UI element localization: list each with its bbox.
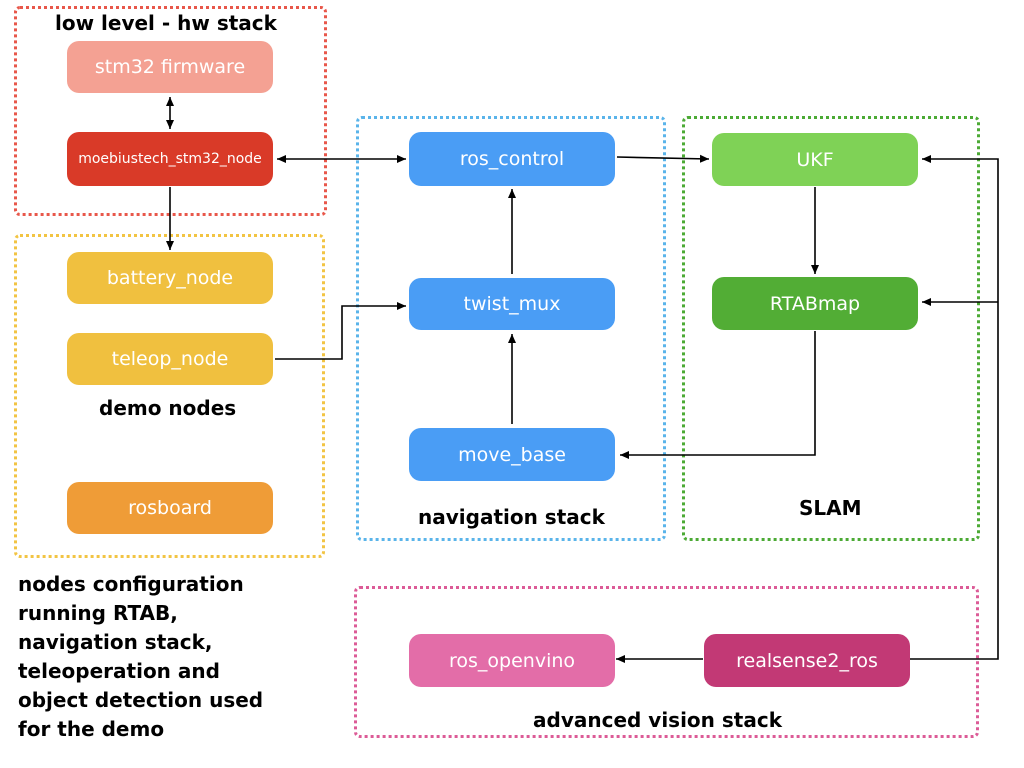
node-realsense2-ros: realsense2_ros [704, 634, 910, 687]
demo-nodes-title: demo nodes [99, 396, 237, 420]
edge-rtabmap-movebase [620, 331, 816, 459]
node-moebiustech-stm32-node: moebiustech_stm32_node [67, 132, 273, 186]
caption-line: teleoperation and [18, 659, 220, 683]
node-ros-control: ros_control [409, 132, 615, 186]
navigation-stack-title: navigation stack [418, 505, 605, 529]
edge-teleop-twistmux [275, 302, 406, 360]
node-rosboard: rosboard [67, 482, 273, 534]
caption-line: for the demo [18, 717, 165, 741]
low-level-hw-stack-title: low level - hw stack [55, 11, 277, 35]
group-slam [682, 116, 980, 541]
node-ukf: UKF [712, 133, 918, 186]
node-twist-mux: twist_mux [409, 278, 615, 330]
edge-realsense-ukf [910, 155, 999, 660]
advanced-vision-stack-title: advanced vision stack [533, 708, 782, 732]
caption-line: nodes configuration [18, 572, 244, 596]
node-stm32-firmware: stm32 firmware [67, 41, 273, 93]
caption-line: object detection used [18, 688, 264, 712]
node-ros-openvino: ros_openvino [409, 634, 615, 687]
slam-title: SLAM [799, 496, 862, 520]
diagram-caption: nodes configuration running RTAB, naviga… [18, 570, 308, 744]
node-rtabmap: RTABmap [712, 277, 918, 330]
group-navigation-stack [356, 116, 666, 541]
caption-line: navigation stack, [18, 630, 213, 654]
node-battery-node: battery_node [67, 252, 273, 304]
edge-roscontrol-ukf [616, 154, 710, 163]
node-teleop-node: teleop_node [67, 333, 273, 385]
caption-line: running RTAB, [18, 601, 178, 625]
node-move-base: move_base [409, 428, 615, 481]
group-advanced-vision-stack [354, 586, 979, 738]
